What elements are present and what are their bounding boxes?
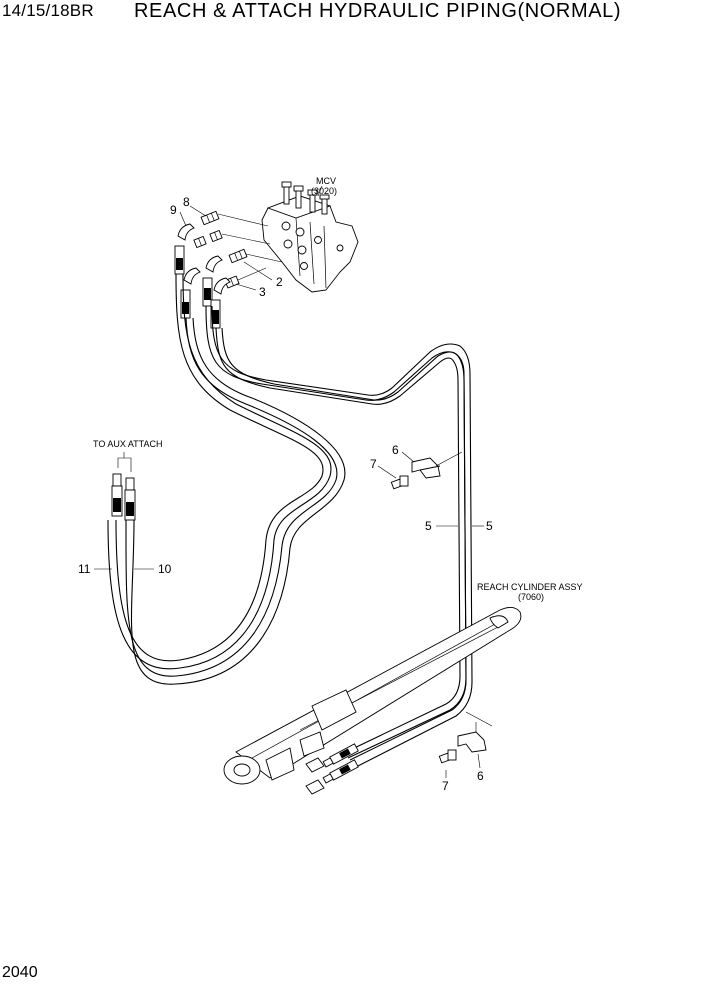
part-number-6-lower: 6 <box>477 769 484 783</box>
reach-cylinder-ref-label: (7060) <box>518 592 544 602</box>
mcv-label: MCV <box>316 176 336 186</box>
part-number-7-upper: 7 <box>370 457 377 471</box>
part-number-10: 10 <box>158 562 172 576</box>
part-number-2: 2 <box>276 275 283 289</box>
part-number-6-upper: 6 <box>392 443 399 457</box>
part-number-5-left: 5 <box>425 519 432 533</box>
callout-labels: MCV (3020) TO AUX ATTACH REACH CYLINDER … <box>78 176 583 793</box>
model-code: 14/15/18BR <box>2 1 94 20</box>
lower-clamp-assy <box>438 711 493 764</box>
part-number-5-right: 5 <box>486 519 493 533</box>
page-title: REACH & ATTACH HYDRAULIC PIPING(NORMAL) <box>134 0 622 22</box>
reach-cylinder-label: REACH CYLINDER ASSY <box>477 582 583 592</box>
upper-clamp-assy <box>390 451 463 490</box>
part-number-7-lower: 7 <box>442 779 449 793</box>
part-number-11: 11 <box>78 562 91 576</box>
mcv-fittings <box>193 210 283 289</box>
aux-attach-hoses <box>107 273 346 685</box>
page-number: 2040 <box>2 964 38 981</box>
part-number-8: 8 <box>183 195 190 209</box>
reach-hoses <box>205 305 473 769</box>
leader-lines <box>94 205 484 778</box>
reach-cylinder <box>223 607 522 795</box>
mcv-valve <box>261 181 359 293</box>
aux-attach-label: TO AUX ATTACH <box>93 439 163 449</box>
part-number-9: 9 <box>170 203 177 217</box>
part-number-3: 3 <box>259 285 266 299</box>
mcv-ref-label: (3020) <box>311 186 337 196</box>
hose-fittings-mcv-end <box>174 223 231 329</box>
